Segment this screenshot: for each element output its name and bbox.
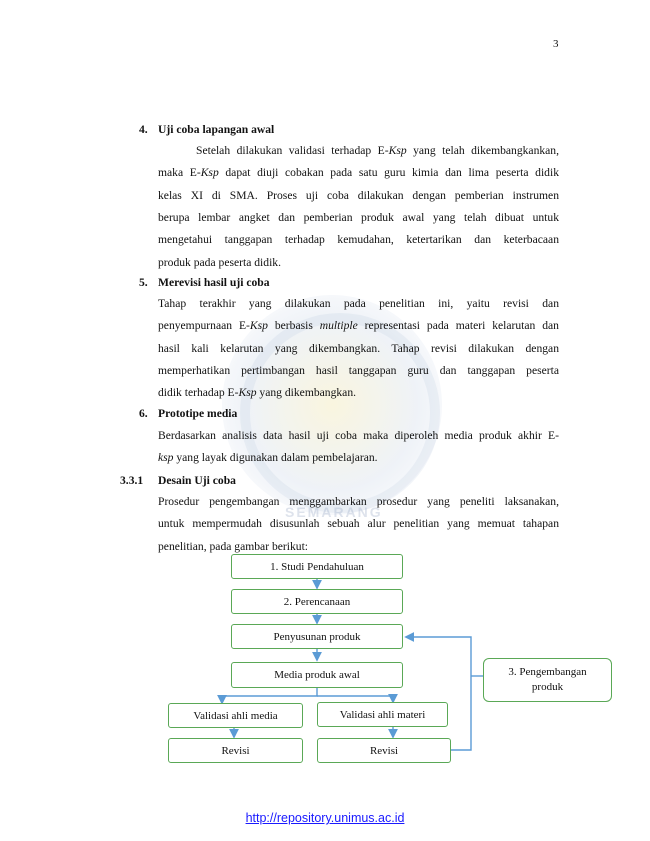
text-run: mengetahui tanggapan terhadap kemudahan,… — [158, 233, 559, 247]
s5-line: memperhatikan pertimbangan hasil tanggap… — [158, 364, 559, 377]
text-run: maka E- — [158, 166, 201, 180]
section-331-number: 3.3.1 — [120, 474, 144, 487]
s4-line: Setelah dilakukan validasi terhadap E-Ks… — [196, 144, 559, 157]
s5-line: penyempurnaan E-Ksp berbasis multiple re… — [158, 319, 559, 332]
s331-line: untuk mempermudah disusunlah sebuah alur… — [158, 517, 559, 530]
watermark-text: SEMARANG — [285, 504, 383, 520]
section-331-title: Desain Uji coba — [158, 474, 236, 487]
flow-box-validasi-ahli-materi: Validasi ahli materi — [317, 702, 448, 727]
section-6-number: 6. — [139, 407, 148, 420]
text-run: berupa lembar angket dan pemberian produ… — [158, 210, 559, 224]
text-run: yang telah dikembangkankan, — [406, 144, 559, 157]
s4-line: maka E-Ksp dapat diuji cobakan pada satu… — [158, 166, 559, 179]
s5-line: hasil kali kelarutan yang dikembangkan. … — [158, 342, 559, 355]
arrow-media-validasi-materi — [317, 694, 398, 704]
text-run: Tahap terakhir yang dilakukan pada penel… — [158, 297, 559, 310]
flow-box-studi-pendahuluan: 1. Studi Pendahuluan — [231, 554, 403, 579]
text-run: Berdasarkan analisis data hasil uji coba… — [158, 429, 559, 442]
italic-term: Ksp — [388, 144, 407, 157]
s331-line: penelitian, pada gambar berikut: — [158, 540, 308, 553]
flow-box-revisi-materi: Revisi — [317, 738, 451, 763]
s331-line: Prosedur pengembangan menggambarkan pros… — [158, 495, 559, 508]
italic-term: Ksp — [249, 319, 268, 333]
text-run: memperhatikan pertimbangan hasil tanggap… — [158, 363, 559, 377]
seal-ring — [240, 313, 440, 513]
text-run: produk pada peserta didik. — [158, 255, 281, 269]
flow-box-penyusunan-produk: Penyusunan produk — [231, 624, 403, 649]
text-run: dapat diuji cobakan pada satu guru kimia… — [218, 166, 559, 180]
italic-term: ksp — [158, 451, 174, 465]
s6-line: ksp yang layak digunakan dalam pembelaja… — [158, 451, 378, 464]
text-run: Prosedur pengembangan menggambarkan pros… — [158, 495, 559, 508]
section-4-title: Uji coba lapangan awal — [158, 123, 275, 136]
section-5-title: Merevisi hasil uji coba — [158, 276, 270, 289]
text-run: representasi pada materi kelarutan dan — [357, 319, 559, 333]
text-run: Setelah dilakukan validasi terhadap E- — [196, 144, 389, 157]
arrow-media-validasi-media — [217, 688, 318, 705]
s4-line: mengetahui tanggapan terhadap kemudahan,… — [158, 233, 559, 246]
text-run: kelas XI di SMA. Proses uji coba dilakuk… — [158, 188, 559, 202]
text-run: penelitian, pada gambar berikut: — [158, 539, 309, 553]
s5-line: didik terhadap E-Ksp yang dikembangkan. — [158, 386, 356, 399]
italic-term: Ksp — [238, 386, 257, 400]
section-6-title: Prototipe media — [158, 407, 238, 420]
flow-box-validasi-ahli-media: Validasi ahli media — [168, 703, 303, 728]
italic-term: Ksp — [200, 166, 219, 180]
flow-box-revisi-media: Revisi — [168, 738, 303, 763]
flow-box-perencanaan: 2. Perencanaan — [231, 589, 403, 614]
section-5-number: 5. — [139, 276, 148, 289]
section-4-number: 4. — [139, 123, 148, 136]
text-run: berbasis — [267, 319, 320, 333]
text-run: didik terhadap E- — [158, 386, 239, 400]
text-run: hasil kali kelarutan yang dikembangkan. … — [158, 341, 559, 355]
text-run: yang dikembangkan. — [256, 386, 357, 400]
text-run: yang layak digunakan dalam pembelajaran. — [173, 451, 378, 465]
arrow-revisi-penyusunan — [404, 632, 472, 751]
s4-line: produk pada peserta didik. — [158, 256, 281, 269]
s4-line: kelas XI di SMA. Proses uji coba dilakuk… — [158, 189, 559, 202]
s5-line: Tahap terakhir yang dilakukan pada penel… — [158, 297, 559, 310]
s6-line: Berdasarkan analisis data hasil uji coba… — [158, 429, 559, 442]
repository-link[interactable]: http://repository.unimus.ac.id — [245, 811, 405, 825]
italic-term: multiple — [319, 319, 358, 333]
text-run: untuk mempermudah disusunlah sebuah alur… — [158, 517, 559, 531]
flow-box-media-produk-awal: Media produk awal — [231, 662, 403, 688]
flow-box-pengembangan-produk: 3. Pengembangan produk — [483, 658, 612, 702]
s4-line: berupa lembar angket dan pemberian produ… — [158, 211, 559, 224]
text-run: penyempurnaan E- — [158, 319, 250, 333]
page-number: 3 — [553, 38, 559, 50]
